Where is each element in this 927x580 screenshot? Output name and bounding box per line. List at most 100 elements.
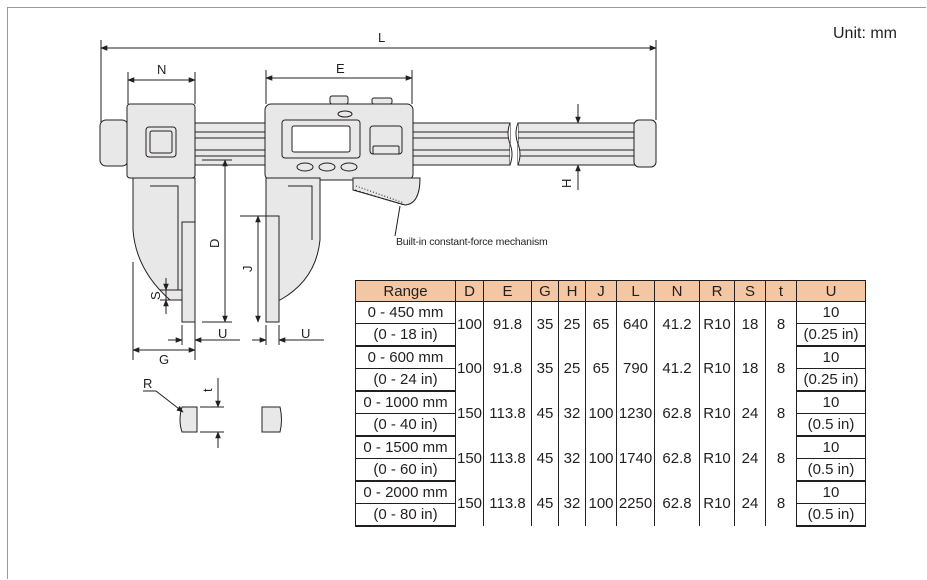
range-in-cell: (0 - 40 in): [355, 413, 456, 437]
cell-G: 45: [531, 481, 559, 526]
cell-R: R10: [699, 301, 735, 346]
cell-t: 8: [765, 346, 797, 391]
cell-D: 150: [455, 481, 484, 526]
cell-E: 91.8: [483, 301, 532, 346]
cell-L: 2250: [616, 481, 655, 526]
cell-t: 8: [765, 301, 797, 346]
cell-G: 45: [531, 391, 559, 436]
cell-H: 32: [558, 391, 586, 436]
unit-label: Unit: mm: [833, 25, 897, 42]
dim-label-G: G: [159, 352, 169, 367]
dim-label-H: H: [559, 179, 574, 188]
header-t: t: [765, 280, 797, 302]
cell-R: R10: [699, 346, 735, 391]
button-1: [296, 162, 314, 172]
header-J: J: [585, 280, 617, 302]
cell-H: 32: [558, 436, 586, 481]
cell-J: 100: [585, 436, 617, 481]
dim-label-U-right: U: [301, 326, 310, 341]
u-in-cell: (0.5 in): [796, 458, 866, 482]
range-mm-cell: 0 - 2000 mm: [355, 481, 456, 504]
cell-G: 35: [531, 346, 559, 391]
cell-L: 1740: [616, 436, 655, 481]
cell-E: 91.8: [483, 346, 532, 391]
dim-label-N: N: [157, 62, 166, 77]
cell-t: 8: [765, 481, 797, 526]
dim-label-E: E: [336, 61, 345, 76]
range-mm-cell: 0 - 1000 mm: [355, 391, 456, 414]
cell-R: R10: [699, 481, 735, 526]
u-in-cell: (0.25 in): [796, 323, 866, 347]
dim-label-S: S: [148, 291, 163, 300]
cell-J: 100: [585, 481, 617, 526]
u-mm-cell: 10: [796, 301, 866, 324]
table-row-sub: (0 - 18 in) (0.25 in): [355, 323, 866, 347]
range-mm-cell: 0 - 450 mm: [355, 301, 456, 324]
header-R: R: [699, 280, 735, 302]
dim-label-t: t: [200, 388, 215, 392]
dim-label-L: L: [378, 30, 385, 45]
header-L: L: [616, 280, 655, 302]
range-in-cell: (0 - 18 in): [355, 323, 456, 347]
jaw-tip-right: [261, 406, 282, 433]
dim-label-R: R: [143, 376, 152, 391]
dim-label-J: J: [240, 266, 255, 273]
jaw-tip-left: [179, 406, 198, 433]
cell-N: 41.2: [654, 346, 700, 391]
cell-N: 41.2: [654, 301, 700, 346]
range-in-cell: (0 - 80 in): [355, 503, 456, 527]
header-D: D: [455, 280, 484, 302]
cell-S: 24: [734, 436, 766, 481]
cell-G: 35: [531, 301, 559, 346]
cell-D: 150: [455, 391, 484, 436]
table-row-sub: (0 - 40 in) (0.5 in): [355, 413, 866, 437]
cell-D: 150: [455, 436, 484, 481]
cell-N: 62.8: [654, 481, 700, 526]
u-in-cell: (0.5 in): [796, 503, 866, 527]
button-2: [318, 162, 336, 172]
cell-R: R10: [699, 436, 735, 481]
cell-S: 18: [734, 346, 766, 391]
cell-t: 8: [765, 436, 797, 481]
u-mm-cell: 10: [796, 391, 866, 414]
cell-L: 640: [616, 301, 655, 346]
u-in-cell: (0.5 in): [796, 413, 866, 437]
cell-H: 25: [558, 346, 586, 391]
dim-label-U-left: U: [218, 326, 227, 341]
cell-H: 25: [558, 301, 586, 346]
header-S: S: [734, 280, 766, 302]
cell-S: 18: [734, 301, 766, 346]
diagram-frame: [7, 7, 926, 579]
beam: [192, 122, 639, 166]
mechanism-label: Built-in constant-force mechanism: [396, 236, 548, 248]
range-in-cell: (0 - 24 in): [355, 368, 456, 392]
cell-E: 113.8: [483, 481, 532, 526]
table-row-sub: (0 - 24 in)(0.25 in): [355, 368, 866, 392]
cell-G: 45: [531, 436, 559, 481]
cell-J: 100: [585, 391, 617, 436]
cell-E: 113.8: [483, 436, 532, 481]
cell-N: 62.8: [654, 391, 700, 436]
header-G: G: [531, 280, 559, 302]
cell-L: 1230: [616, 391, 655, 436]
cell-L: 790: [616, 346, 655, 391]
range-in-cell: (0 - 60 in): [355, 458, 456, 482]
cell-N: 62.8: [654, 436, 700, 481]
cell-S: 24: [734, 391, 766, 436]
range-mm-cell: 0 - 1500 mm: [355, 436, 456, 459]
u-mm-cell: 10: [796, 436, 866, 459]
header-U: U: [796, 280, 866, 302]
beam-end-cap: [633, 119, 657, 168]
fixed-end-cap: [99, 119, 129, 167]
table-row-sub: (0 - 80 in) (0.5 in): [355, 503, 866, 527]
cell-t: 8: [765, 391, 797, 436]
button-3: [340, 162, 358, 172]
header-H: H: [558, 280, 586, 302]
cell-J: 65: [585, 346, 617, 391]
